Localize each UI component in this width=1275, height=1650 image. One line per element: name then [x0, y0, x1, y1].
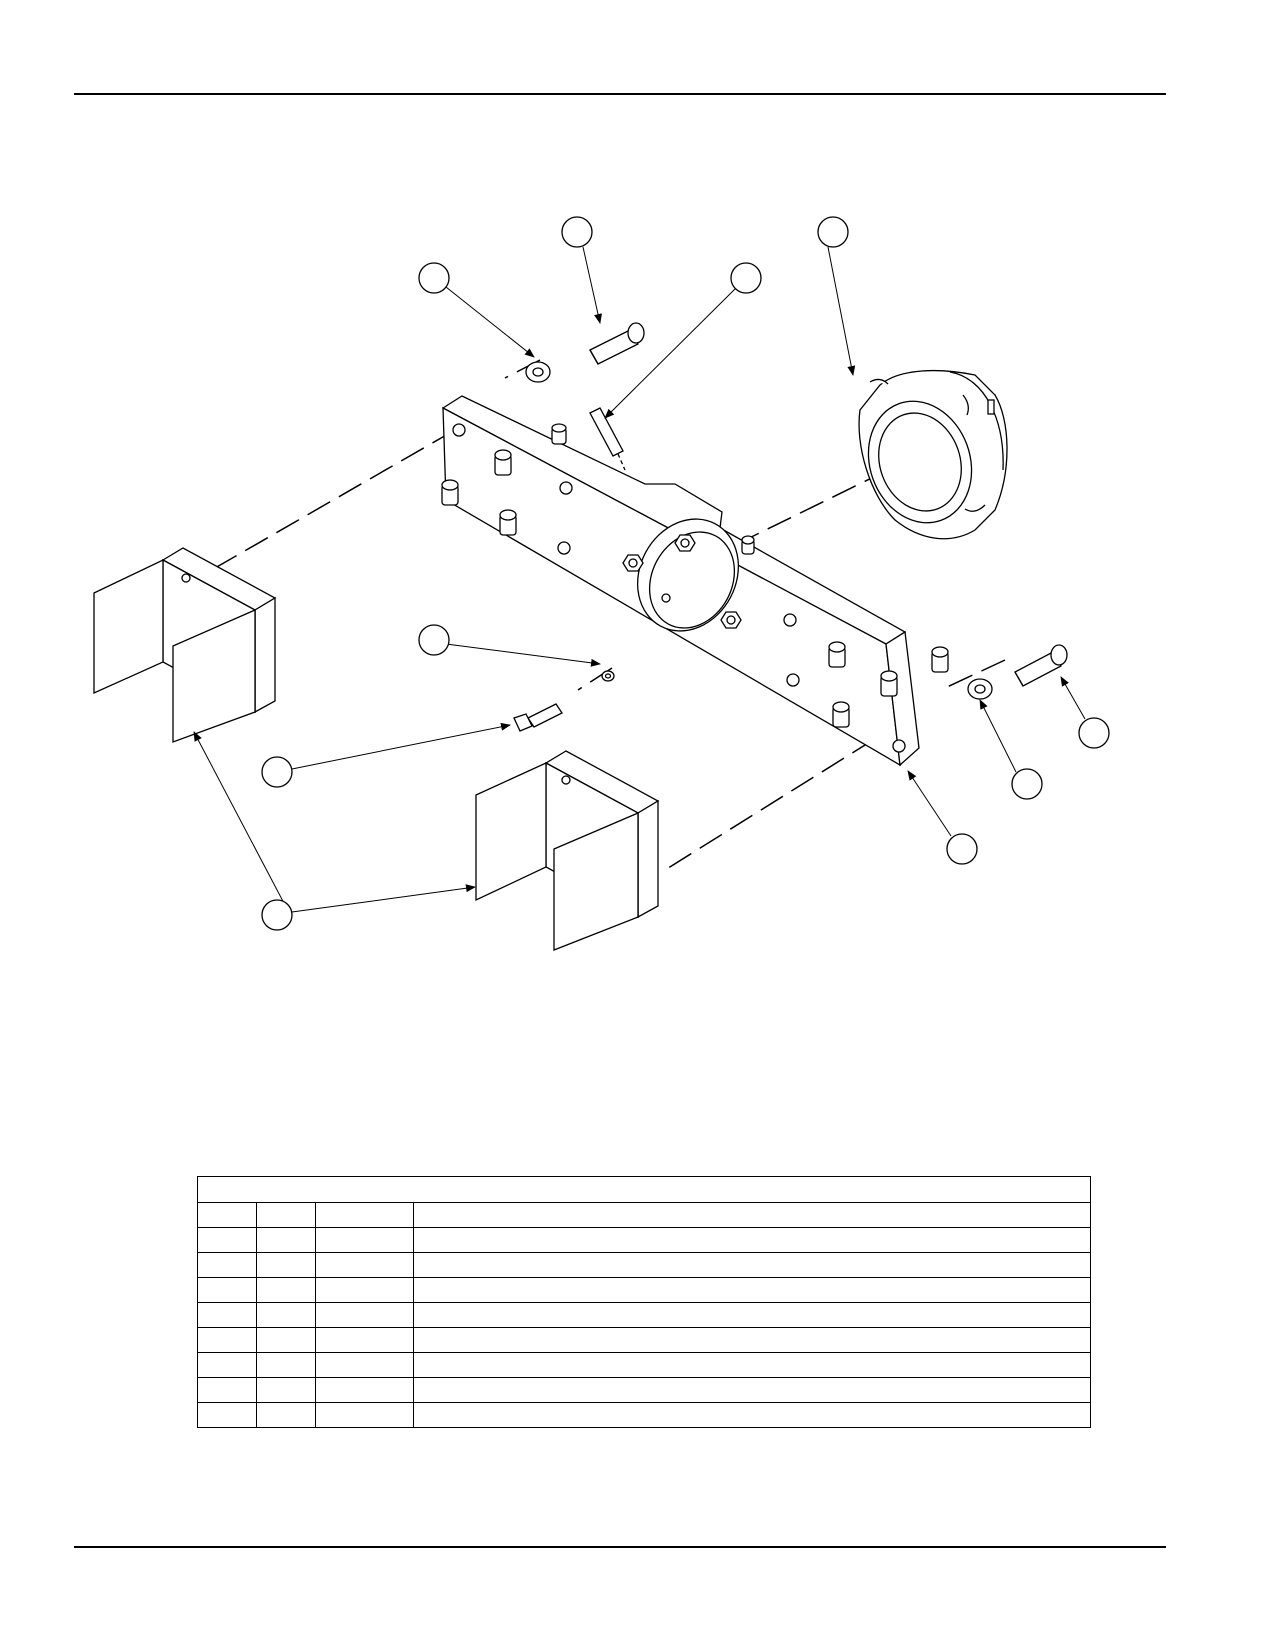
u-bracket-upper — [93, 547, 277, 743]
item-cell — [197, 1302, 257, 1328]
description-cell — [413, 1227, 1091, 1253]
qty-cell — [256, 1352, 316, 1378]
description-cell — [413, 1302, 1091, 1328]
table-row — [197, 1352, 1091, 1378]
part-number-cell — [315, 1202, 414, 1228]
footer-rule — [74, 1546, 1166, 1548]
item-cell — [197, 1377, 257, 1403]
table-row — [197, 1327, 1091, 1353]
part-number-cell — [315, 1327, 414, 1353]
callout-balloon — [1011, 768, 1043, 800]
table-row — [197, 1402, 1091, 1428]
cap-screws — [513, 322, 1068, 732]
mounting-plate — [441, 395, 920, 767]
qty-cell — [256, 1327, 316, 1353]
leader-lines — [193, 246, 1086, 913]
item-cell — [197, 1202, 257, 1228]
item-cell — [197, 1327, 257, 1353]
callout-balloon — [261, 899, 293, 931]
part-number-cell — [315, 1252, 414, 1278]
part-number-cell — [315, 1302, 414, 1328]
description-cell — [413, 1352, 1091, 1378]
description-cell — [413, 1202, 1091, 1228]
table-row — [197, 1377, 1091, 1403]
callout-balloons — [261, 216, 1110, 931]
part-number-cell — [315, 1402, 414, 1428]
qty-cell — [256, 1302, 316, 1328]
header-rule — [74, 93, 1166, 95]
table-row — [197, 1252, 1091, 1278]
item-cell — [197, 1252, 257, 1278]
callout-balloon — [261, 756, 293, 788]
item-cell — [197, 1277, 257, 1303]
callout-balloon — [561, 216, 593, 248]
qty-cell — [256, 1402, 316, 1428]
table-row — [197, 1227, 1091, 1253]
table-row — [197, 1202, 1091, 1228]
hex-nuts — [622, 534, 742, 629]
washers — [525, 361, 993, 700]
item-cell — [197, 1402, 257, 1428]
description-cell — [413, 1277, 1091, 1303]
item-cell — [197, 1352, 257, 1378]
hub-flange — [858, 369, 1008, 540]
callout-balloon — [1078, 717, 1110, 749]
parts-list-table — [197, 1176, 1091, 1428]
qty-cell — [256, 1202, 316, 1228]
item-cell — [197, 1227, 257, 1253]
description-cell — [413, 1252, 1091, 1278]
qty-cell — [256, 1377, 316, 1403]
description-cell — [413, 1327, 1091, 1353]
callout-balloon — [817, 216, 849, 248]
description-cell — [413, 1402, 1091, 1428]
qty-cell — [256, 1252, 316, 1278]
table-title-row — [197, 1176, 1091, 1203]
qty-cell — [256, 1277, 316, 1303]
table-row — [197, 1302, 1091, 1328]
qty-cell — [256, 1227, 316, 1253]
callout-balloon — [418, 624, 450, 656]
part-number-cell — [315, 1352, 414, 1378]
callout-balloon — [946, 833, 978, 865]
table-row — [197, 1277, 1091, 1303]
callout-balloon — [418, 262, 450, 294]
table-title — [197, 1176, 1091, 1203]
part-number-cell — [315, 1277, 414, 1303]
description-cell — [413, 1377, 1091, 1403]
part-number-cell — [315, 1377, 414, 1403]
plate-studs — [441, 423, 949, 728]
dowel-pin — [589, 407, 626, 471]
callout-balloon — [730, 262, 762, 294]
part-number-cell — [315, 1227, 414, 1253]
u-bracket-lower — [475, 750, 660, 951]
